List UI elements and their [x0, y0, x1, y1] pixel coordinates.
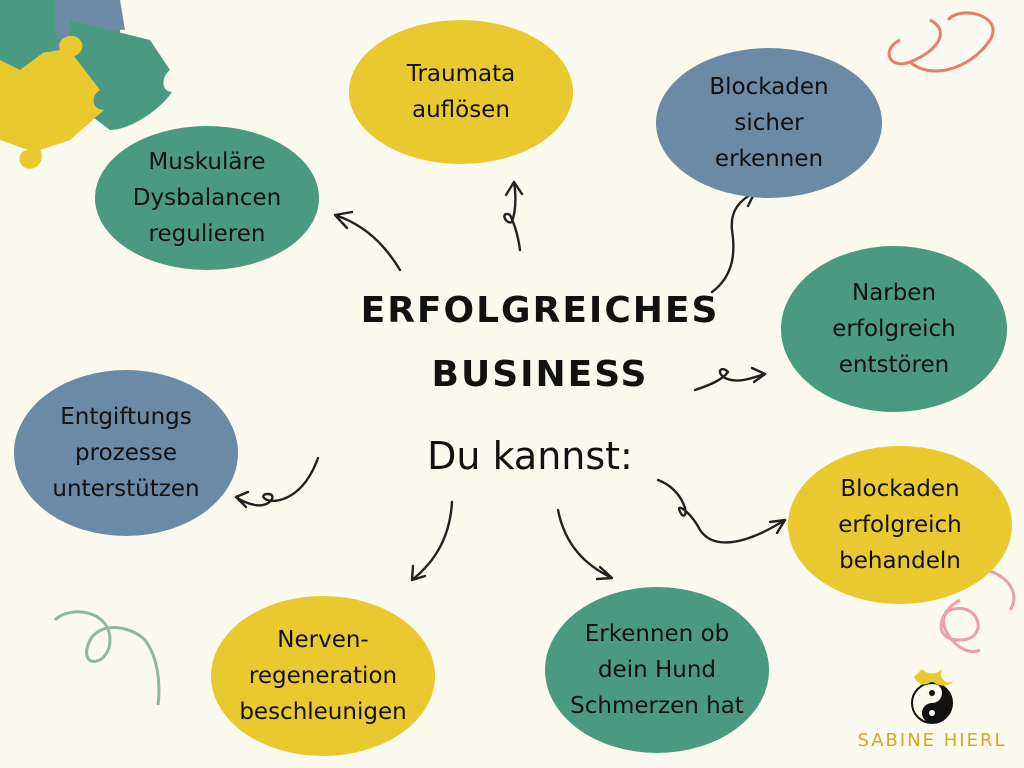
arrow-traumata	[503, 180, 524, 252]
arrow-blockaden-erkennen	[710, 190, 757, 294]
arrow-entgiftung	[234, 456, 320, 509]
arrow-narben	[693, 366, 767, 392]
arrow-blockaden-behandeln	[656, 478, 787, 544]
swirl-decoration	[53, 610, 161, 706]
center-subtitle: Du kannst:	[427, 434, 633, 478]
bubble-blockaden-erkennen: Blockaden sicher erkennen	[656, 48, 882, 198]
arrow-hund	[556, 508, 614, 581]
center-title-line2: BUSINESS	[431, 354, 649, 395]
bubble-traumata-aufloesen: Traumata auflösen	[349, 20, 573, 164]
bubble-muskulaere-dysbalancen: Muskuläre Dysbalancen regulieren	[95, 126, 319, 270]
bubble-hund-schmerzen: Erkennen ob dein Hund Schmerzen hat	[545, 587, 769, 753]
bubble-nervenregeneration: Nerven- regeneration beschleunigen	[211, 596, 435, 756]
swirl-decoration	[887, 11, 995, 73]
arrow-muskulaere	[333, 210, 402, 272]
arrow-nerven	[410, 500, 454, 582]
bubble-entgiftung: Entgiftungs prozesse unterstützen	[14, 370, 238, 536]
bubble-narben-entstoeren: Narben erfolgreich entstören	[781, 246, 1007, 412]
brand-name: SABINE HIERL	[857, 730, 1007, 751]
bubble-blockaden-behandeln: Blockaden erfolgreich behandeln	[788, 446, 1012, 604]
yin-yang-bird-icon	[911, 669, 954, 724]
puzzle-icon	[0, 0, 172, 169]
center-title-line1: ERFOLGREICHES	[360, 290, 720, 331]
connector-arrows	[234, 180, 787, 582]
